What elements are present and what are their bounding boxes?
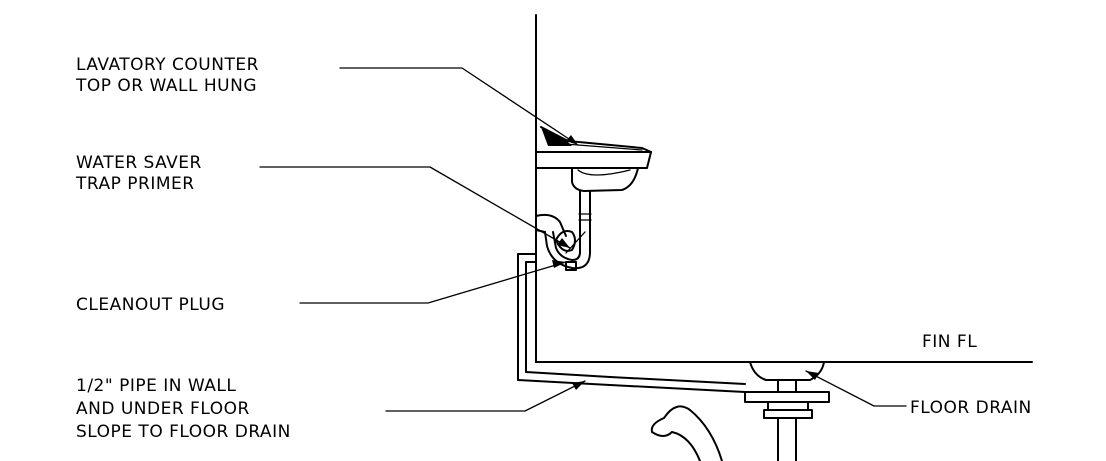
floor-drain [650,361,830,461]
label-pipe-line1: 1/2" PIPE IN WALL [76,376,236,396]
label-floor-drain: FLOOR DRAIN [910,398,1032,418]
p-trap [535,190,592,271]
primer-pipe [517,253,746,393]
lavatory-fixture [535,126,652,192]
label-cleanout-plug: CLEANOUT PLUG [76,295,225,315]
label-fin-fl: FIN FL [922,332,977,352]
label-lavatory-line2: TOP OR WALL HUNG [75,76,257,96]
label-trap-primer-line2: TRAP PRIMER [75,174,195,194]
label-lavatory-line1: LAVATORY COUNTER [76,55,259,75]
label-pipe-line3: SLOPE TO FLOOR DRAIN [76,422,291,442]
leader-lines [259,67,907,412]
label-trap-primer-line1: WATER SAVER [76,153,202,173]
label-pipe-line2: AND UNDER FLOOR [76,399,250,419]
